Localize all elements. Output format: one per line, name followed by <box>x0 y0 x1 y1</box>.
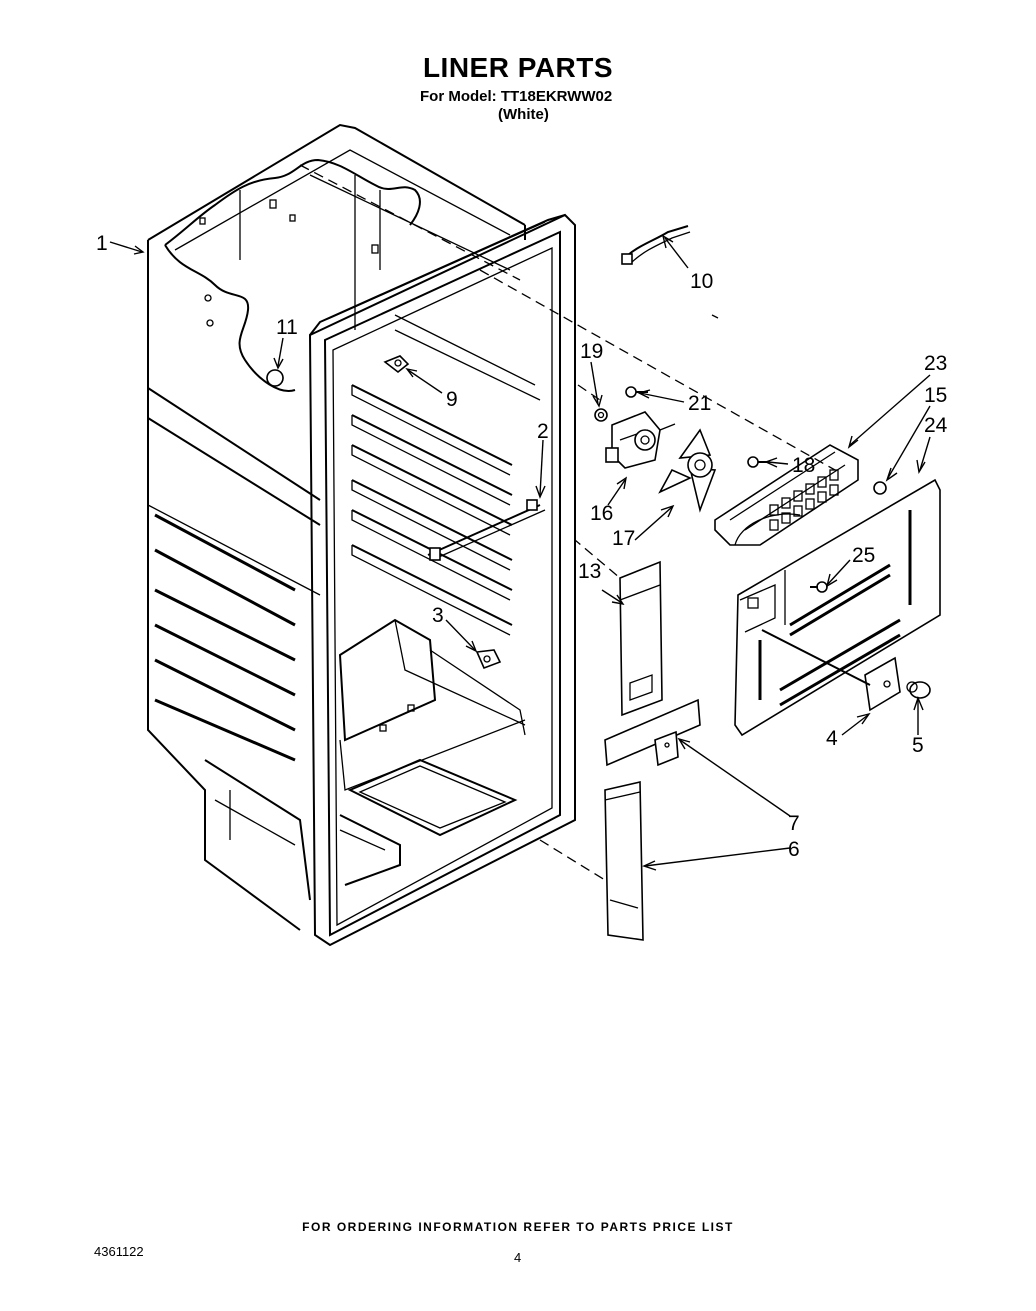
assembly-line-3 <box>539 839 606 881</box>
callout-7: 7 <box>788 812 800 835</box>
part-11-grommet <box>266 369 284 387</box>
model-line: For Model: TT18EKRWW02 <box>420 88 613 105</box>
callout-19: 19 <box>580 340 603 363</box>
part-25-screw <box>810 581 828 593</box>
color-line: (White) <box>498 106 549 123</box>
assembly-line-2 <box>574 425 621 579</box>
page-number: 4 <box>514 1250 522 1265</box>
part-4-plate <box>864 656 901 712</box>
callout-2: 2 <box>537 420 549 443</box>
part-23-fan-shroud <box>714 444 859 546</box>
callout-labels: 1 11 9 2 3 10 19 21 16 17 18 23 15 24 25… <box>96 232 948 861</box>
interior-shelves <box>351 384 513 636</box>
part-7-bracket <box>604 698 701 767</box>
callout-15: 15 <box>924 384 947 407</box>
callout-4: 4 <box>826 727 838 750</box>
callout-3: 3 <box>432 604 444 627</box>
assembly-line-4 <box>761 629 871 686</box>
callout-5: 5 <box>912 734 924 757</box>
part-2-wire <box>427 499 546 561</box>
side-ribs <box>154 513 296 762</box>
shroud-grille <box>769 469 839 531</box>
page-title: LINER PARTS <box>422 52 614 83</box>
callout-25: 25 <box>852 544 875 567</box>
callout-18: 18 <box>792 454 815 477</box>
part-10-wire-harness <box>621 225 691 265</box>
callout-9: 9 <box>446 388 458 411</box>
callout-24: 24 <box>924 414 948 437</box>
callout-16: 16 <box>590 502 613 525</box>
part-3-clip <box>475 649 502 670</box>
callout-leaders <box>109 234 931 871</box>
assembly-line-6 <box>711 314 719 319</box>
callout-1: 1 <box>96 232 108 255</box>
callout-17: 17 <box>612 527 635 550</box>
part-15-screw <box>873 481 887 495</box>
callout-23: 23 <box>924 352 947 375</box>
part-9-clip <box>383 355 410 374</box>
callout-10: 10 <box>690 270 713 293</box>
document-number: 4361122 <box>94 1244 144 1259</box>
callout-11: 11 <box>276 316 298 339</box>
part-13-duct <box>619 560 663 717</box>
liner-cabinet <box>147 123 576 947</box>
part-5-knob <box>906 681 931 699</box>
callout-21: 21 <box>688 392 711 415</box>
part-24-evaporator-cover <box>734 478 941 737</box>
callout-6: 6 <box>788 838 800 861</box>
part-19-grommet <box>594 408 608 422</box>
part-16-fan-motor <box>605 411 676 469</box>
assembly-line-1 <box>479 269 836 471</box>
part-6-duct <box>604 781 644 941</box>
callout-13: 13 <box>578 560 601 583</box>
ordering-info: FOR ORDERING INFORMATION REFER TO PARTS … <box>302 1220 734 1234</box>
part-17-fan-blade <box>658 428 717 513</box>
